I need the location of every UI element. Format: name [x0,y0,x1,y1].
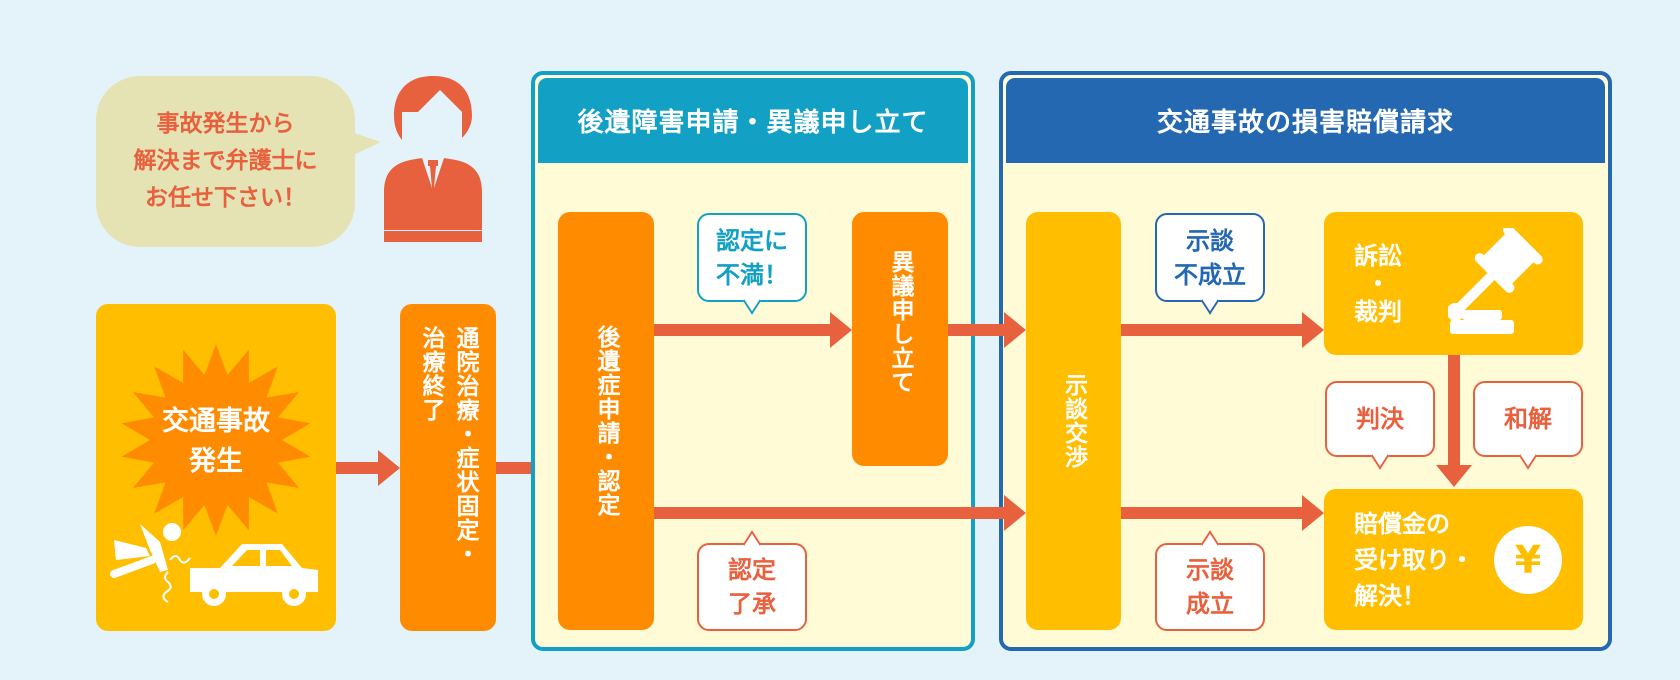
lawyer-tie-knot [428,160,438,166]
lawyer-desk [384,231,482,242]
result-box: 賠償金の 受け取り・ 解決！ ¥ [1324,489,1583,630]
bubble-accepted: 認定 了承 [697,543,807,631]
yen-icon: ¥ [1494,526,1562,594]
bubble-reconciliation-text: 和解 [1504,405,1552,433]
yen-glyph: ¥ [1514,538,1542,582]
section-aftereffect-title: 後遺障害申請・異議申し立て [577,108,929,138]
negotiation-box: 示談交渉 [1026,212,1121,630]
arrow-negotiation-to-lawsuit [1121,312,1324,348]
bubble-dissatisfied: 認定に 不満！ [697,213,807,302]
objection-label: 異議申し立て [887,250,913,394]
negotiation-label: 示談交渉 [1060,373,1087,469]
application-box: 後遺症申請・認定 [558,212,654,630]
lawyer-icon [384,76,482,242]
speech-tail [351,132,381,156]
lawyer-hair [394,76,472,140]
arrow-lawsuit-to-result [1436,355,1472,487]
section-damages-title: 交通事故の損害賠償請求 [1156,108,1454,138]
treatment-box: 通院治療・症状固定・ 治療終了 [400,304,496,631]
accident-label: 交通事故 発生 [162,406,270,477]
result-label: 賠償金の 受け取り・ 解決！ [1354,509,1474,610]
bubble-negotiation-settled: 示談 成立 [1155,543,1265,631]
lawyer-speech-text: 事故発生から 解決まで弁護士に お任せ下さい！ [133,111,318,211]
section-damages-header: 交通事故の損害賠償請求 [1006,78,1605,163]
bubble-judgment: 判決 [1325,381,1435,457]
gavel-icon [1448,228,1543,334]
objection-box: 異議申し立て [852,212,948,466]
arrow-into-negotiation-bottom [990,495,1026,531]
bubble-negotiation-settled-text: 示談 成立 [1186,556,1234,618]
bubble-accepted-text: 認定 了承 [728,556,776,618]
lawyer-body [384,158,482,230]
arrow-treatment-to-application [496,450,558,486]
arrow-into-negotiation-top [990,312,1026,348]
application-label: 後遺症申請・認定 [593,325,619,517]
bubble-dissatisfied-text: 認定に 不満！ [716,226,788,289]
bubble-reconciliation: 和解 [1473,381,1583,457]
arrow-application-to-objection [654,312,852,348]
arrow-application-to-negotiation [654,495,1026,531]
section-aftereffect-header: 後遺障害申請・異議申し立て [538,78,968,163]
arrow-negotiation-to-result [1121,495,1324,531]
burst-icon [121,344,311,536]
car-icon [190,544,318,606]
bubble-judgment-text: 判決 [1356,405,1404,433]
bubble-negotiation-failed-text: 示談 不成立 [1174,226,1246,289]
lawyer-speech-bubble: 事故発生から 解決まで弁護士に お任せ下さい！ [96,76,381,247]
lawsuit-label: 訴訟 ・ 裁判 [1354,241,1402,326]
accident-box: 交通事故 発生 [96,304,336,631]
bubble-negotiation-failed: 示談 不成立 [1155,213,1265,302]
falling-person-icon [110,523,191,603]
arrow-accident-to-treatment [336,450,400,486]
lawsuit-box: 訴訟 ・ 裁判 [1324,212,1583,355]
treatment-label: 通院治療・症状固定・ 治療終了 [418,326,478,566]
